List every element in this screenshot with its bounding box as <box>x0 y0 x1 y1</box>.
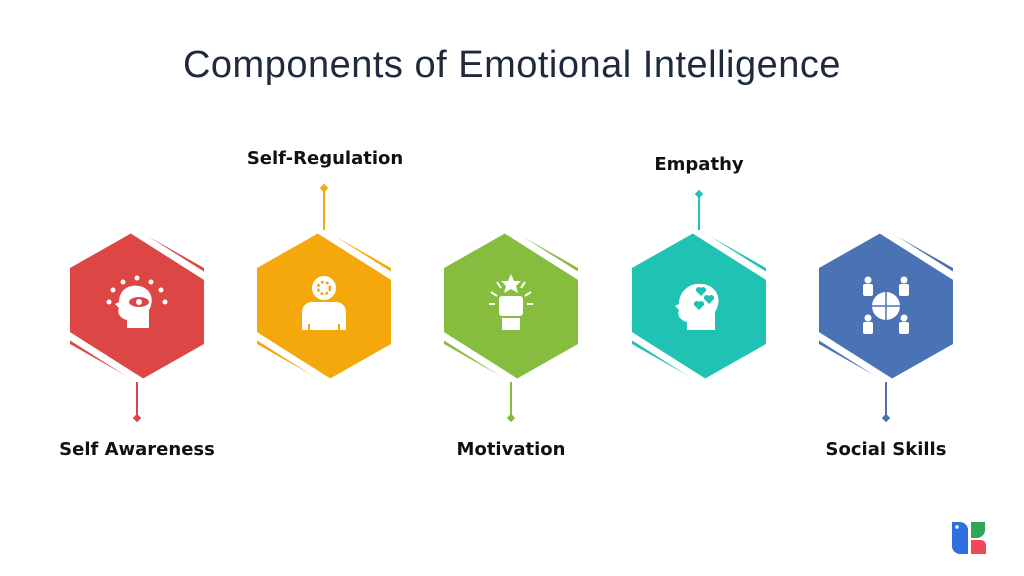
hearts-head-icon <box>675 283 719 330</box>
component-motivation <box>438 217 584 423</box>
brand-logo-icon <box>952 522 986 554</box>
component-empathy <box>626 189 772 395</box>
label-empathy: Empathy <box>654 154 744 175</box>
stripe <box>64 330 159 395</box>
label-self-awareness: Self Awareness <box>59 439 215 460</box>
stripe <box>115 217 210 282</box>
stripe <box>677 217 772 282</box>
connector-diamond <box>319 183 329 193</box>
connector-diamond <box>506 413 516 423</box>
page-title: Components of Emotional Intelligence <box>182 44 842 86</box>
label-social-skills: Social Skills <box>825 439 947 460</box>
people-puzzle-icon <box>863 276 909 334</box>
label-self-regulation: Self-Regulation <box>246 148 404 169</box>
stripe <box>302 217 397 282</box>
stripe <box>251 330 346 395</box>
connector-diamond <box>881 413 891 423</box>
connector-diamond <box>132 413 142 423</box>
stripe <box>813 330 908 395</box>
label-motivation: Motivation <box>456 439 566 460</box>
component-social-skills <box>813 217 959 423</box>
stripe <box>438 330 533 395</box>
stripe <box>489 217 584 282</box>
eye-head-icon <box>106 275 168 328</box>
gear-person-icon <box>302 276 346 330</box>
component-self-awareness <box>64 217 210 423</box>
component-self-regulation <box>251 183 397 395</box>
stripe <box>626 330 721 395</box>
fist-star-icon <box>489 274 533 330</box>
stripe <box>864 217 959 282</box>
connector-diamond <box>694 189 704 199</box>
